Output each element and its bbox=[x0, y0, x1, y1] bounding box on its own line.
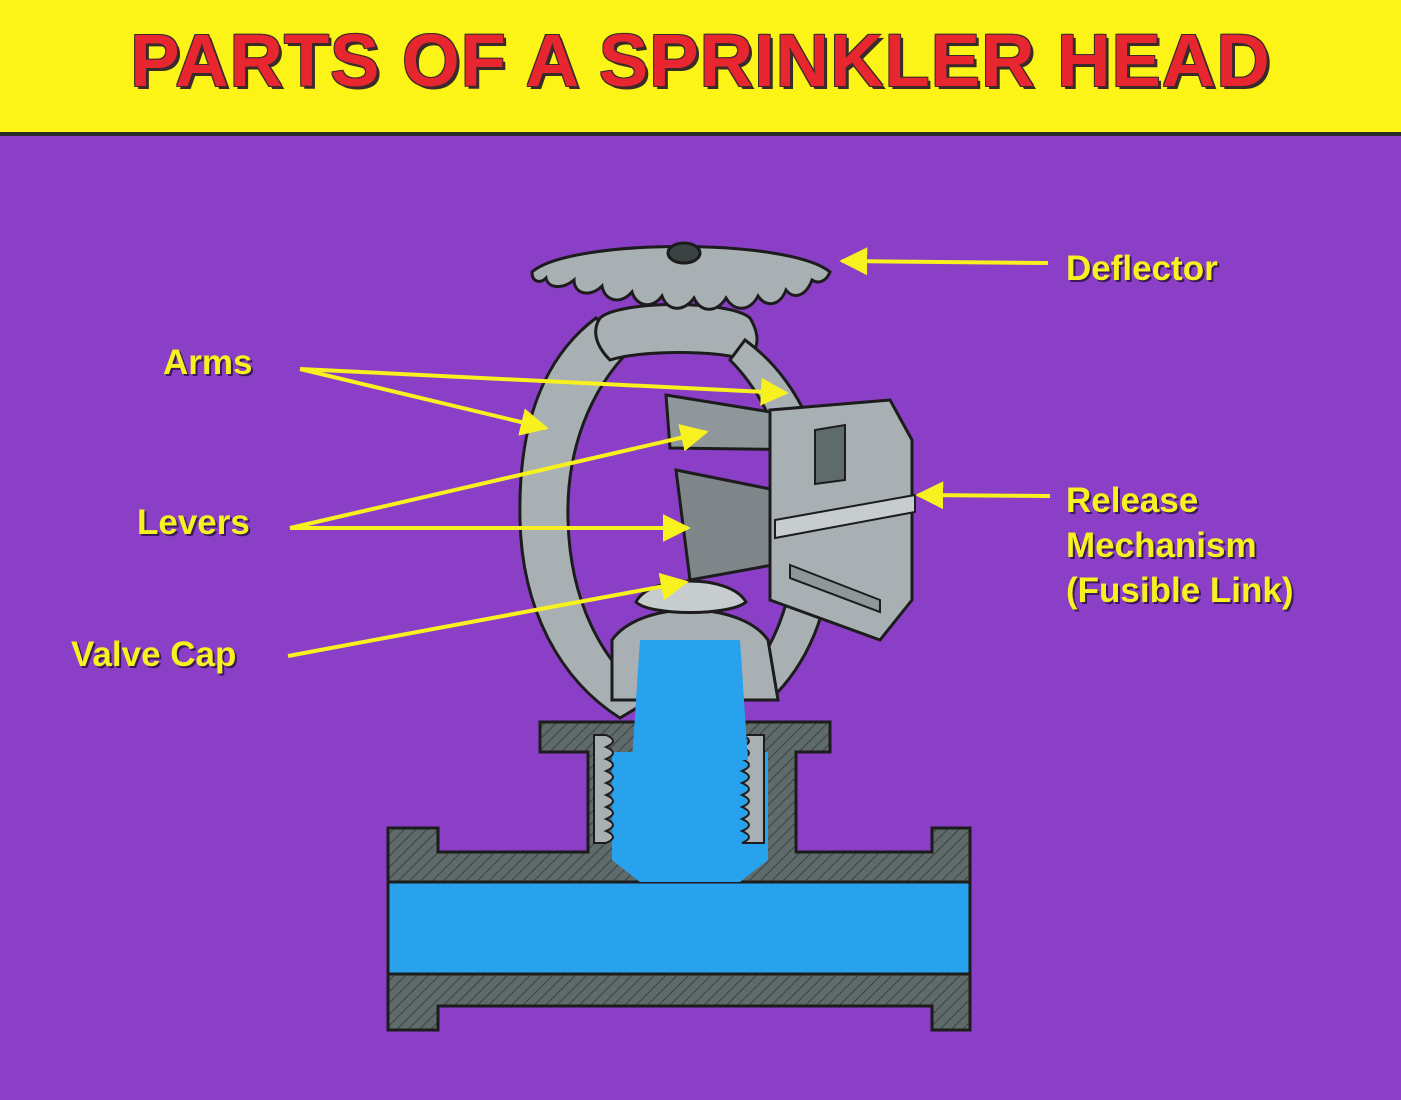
arrow-levers-upper bbox=[290, 432, 706, 528]
arrow-deflector bbox=[842, 261, 1048, 263]
label-release-mechanism: Release Mechanism (Fusible Link) bbox=[1066, 478, 1294, 613]
label-deflector: Deflector bbox=[1066, 247, 1218, 291]
arrow-release bbox=[918, 495, 1050, 496]
valve-cap-shape bbox=[636, 581, 746, 613]
label-release-line3: (Fusible Link) bbox=[1066, 568, 1294, 613]
label-valve-cap: Valve Cap bbox=[71, 633, 236, 677]
sprinkler-body bbox=[520, 305, 915, 761]
label-release-line2: Mechanism bbox=[1066, 523, 1294, 568]
water-in-pipe bbox=[388, 882, 970, 974]
deflector-screw bbox=[668, 243, 700, 263]
pipe-tee bbox=[388, 722, 970, 1030]
label-levers: Levers bbox=[137, 501, 250, 545]
label-release-line1: Release bbox=[1066, 478, 1294, 523]
frame-boss bbox=[596, 305, 757, 361]
deflector-plate bbox=[532, 243, 830, 309]
label-arms: Arms bbox=[163, 341, 252, 385]
